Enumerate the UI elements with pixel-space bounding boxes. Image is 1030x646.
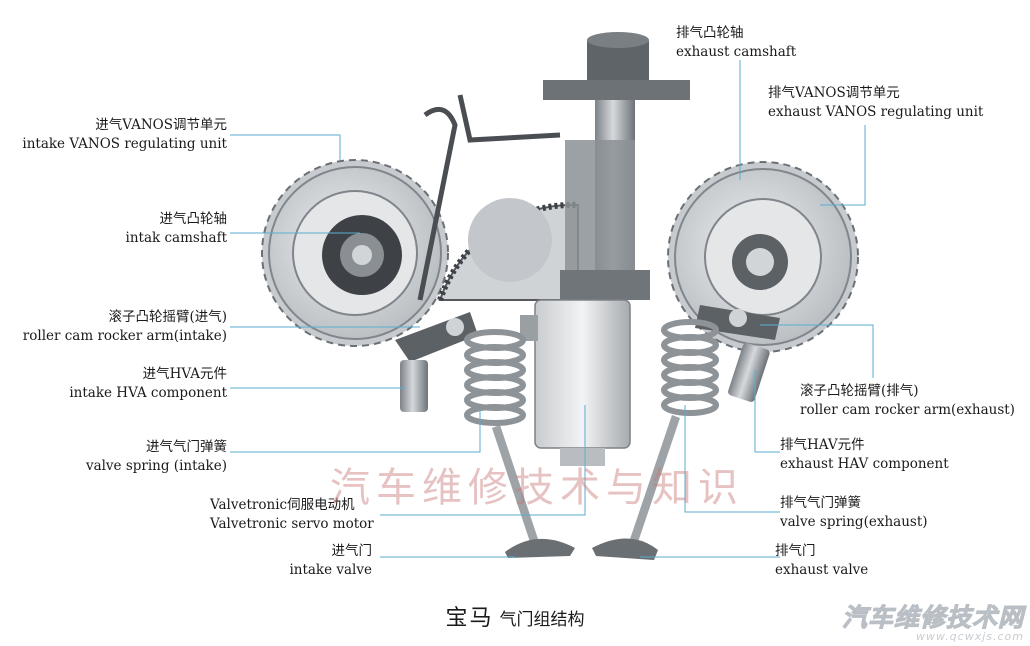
leader-lines <box>230 60 874 558</box>
label-valve-spring-intake: 进气气门弹簧 valve spring (intake) <box>85 439 227 474</box>
label-exhaust-hav: 排气HAV元件 exhaust HAV component <box>780 437 949 472</box>
intake-valve-assembly <box>395 312 575 558</box>
label-roller-rocker-exhaust: 滚子凸轮摇臂(排气) roller cam rocker arm(exhaust… <box>800 383 1015 418</box>
label-intake-camshaft: 进气凸轮轴 intak camshaft <box>125 211 227 246</box>
label-exhaust-vanos: 排气VANOS调节单元 exhaust VANOS regulating uni… <box>768 85 984 120</box>
label-intake-valve: 进气门 intake valve <box>289 543 372 578</box>
label-intake-hva: 进气HVA元件 intake HVA component <box>69 366 227 401</box>
caption-sub: 气门组结构 <box>499 610 585 630</box>
eccentric-sector-gear <box>437 198 579 301</box>
logo-url: www.qcwxjs.com <box>915 630 1024 643</box>
intermediate-lever <box>417 94 561 301</box>
label-valve-spring-exhaust: 排气气门弹簧 valve spring(exhaust) <box>780 495 928 530</box>
valvetronic-servo-motor <box>520 299 631 466</box>
logo-title: 汽车维修技术网 <box>841 603 1024 633</box>
exhaust-camshaft-housing <box>543 32 690 300</box>
label-exhaust-valve: 排气门 exhaust valve <box>775 543 869 578</box>
watermark-text: 汽车维修技术与知识 <box>330 465 744 511</box>
label-roller-rocker-intake: 滚子凸轮摇臂(进气) roller cam rocker arm(intake) <box>22 309 227 344</box>
intake-vanos-sprocket <box>261 159 449 347</box>
figure-caption: 宝马气门组结构 <box>0 600 1030 632</box>
site-logo: 汽车维修技术网 www.qcwxjs.com <box>841 598 1024 644</box>
label-exhaust-camshaft: 排气凸轮轴 exhaust camshaft <box>676 25 797 60</box>
label-servo-motor: Valvetronic伺服电动机 Valvetronic servo motor <box>210 497 374 532</box>
exhaust-vanos-sprocket <box>667 161 859 353</box>
caption-main: 宝马 <box>445 606 494 631</box>
exhaust-valve-assembly <box>592 305 780 560</box>
label-intake-vanos: 进气VANOS调节单元 intake VANOS regulating unit <box>22 117 227 152</box>
